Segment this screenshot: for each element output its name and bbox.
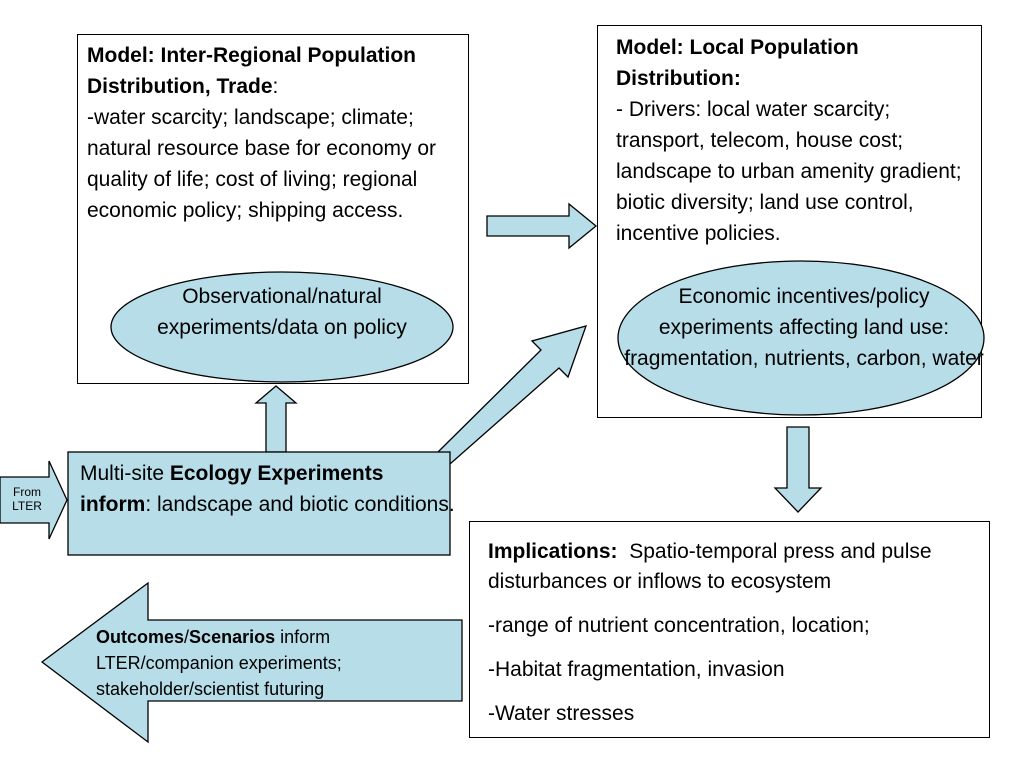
ellipse-regional bbox=[110, 271, 454, 383]
outcomes-slash: / bbox=[184, 627, 190, 647]
experiments-title: Ecology Experiments inform bbox=[80, 462, 384, 516]
implications-item-2: -Habitat fragmentation, invasion bbox=[488, 658, 785, 681]
ellipse-local bbox=[617, 260, 985, 416]
model-regional-body: -water scarcity; landscape; climate; nat… bbox=[87, 106, 437, 222]
outcomes-bold2: Scenarios bbox=[189, 627, 276, 647]
outcomes-bold1: Outcomes bbox=[96, 627, 185, 647]
from-lter-label: From LTER bbox=[4, 485, 50, 513]
ellipse-local-label: Economic incentives/policy experiments a… bbox=[624, 285, 984, 370]
experiments-text: Multi-site Ecology Experiments inform: l… bbox=[80, 458, 455, 520]
implications-item-3: -Water stresses bbox=[488, 702, 635, 725]
model-local-body: - Drivers: local water scarcity; transpo… bbox=[616, 98, 962, 245]
from-lter-line1: From bbox=[13, 485, 41, 499]
experiments-suffix: : landscape and biotic conditions. bbox=[145, 493, 455, 516]
outcomes-rest: inform LTER/companion experiments; stake… bbox=[96, 627, 342, 699]
implications-title: Implications: bbox=[488, 540, 618, 563]
outcomes-arrow bbox=[40, 581, 463, 744]
arrow-diagonal-to-local bbox=[437, 325, 588, 465]
outcomes-text: Outcomes/Scenarios inform LTER/companion… bbox=[96, 624, 446, 702]
model-local-title: Model: Local Population Distribution: bbox=[616, 36, 859, 90]
model-regional-title: Model: Inter-Regional Population Distrib… bbox=[87, 44, 416, 98]
from-lter-arrow bbox=[0, 460, 68, 540]
model-regional-text: Model: Inter-Regional Population Distrib… bbox=[87, 40, 469, 226]
implications-text: Implications: Spatio-temporal press and … bbox=[488, 537, 983, 729]
implications-intro: Spatio-temporal press and pulse disturba… bbox=[488, 540, 938, 593]
experiments-prefix: Multi-site bbox=[80, 462, 170, 485]
ellipse-regional-label: Observational/natural experiments/data o… bbox=[157, 285, 407, 339]
arrow-right-regional-to-local bbox=[486, 202, 598, 250]
model-regional-colon: : bbox=[272, 75, 279, 98]
from-lter-line2: LTER bbox=[12, 499, 42, 513]
implications-box bbox=[469, 521, 990, 738]
experiments-box bbox=[67, 451, 451, 556]
arrow-down-to-implications bbox=[773, 426, 823, 513]
arrow-up-to-regional bbox=[254, 385, 298, 453]
implications-item-1: -range of nutrient concentration, locati… bbox=[488, 614, 870, 637]
model-local-text: Model: Local Population Distribution: - … bbox=[616, 32, 976, 249]
